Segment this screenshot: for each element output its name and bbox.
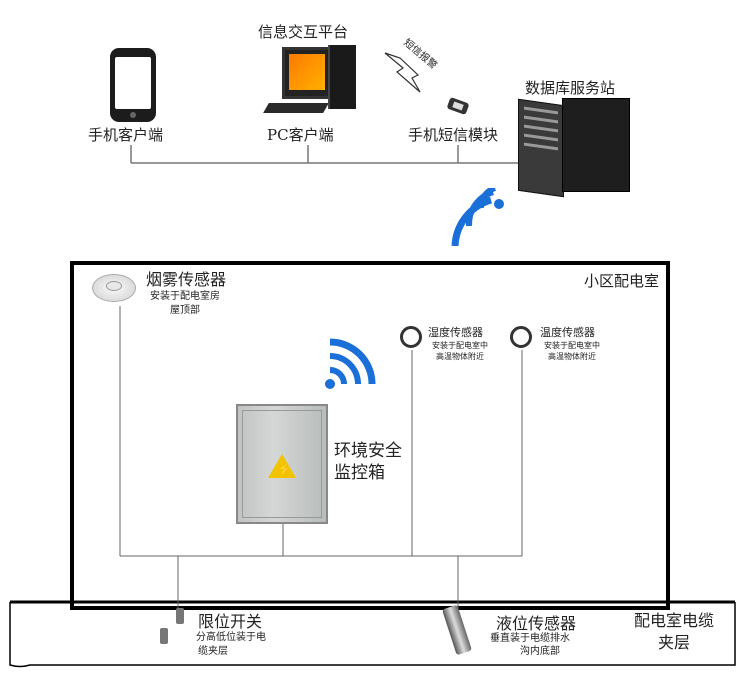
box-wifi-icon <box>318 338 384 396</box>
temperature-sensor-icon <box>510 326 532 348</box>
temperature-sensor-note2: 高温物体附近 <box>548 352 596 361</box>
cable-layer-title-1: 配电室电缆 <box>634 611 715 630</box>
warning-icon <box>268 454 296 478</box>
humidity-sensor-note2: 高温物体附近 <box>436 352 484 361</box>
limit-switch-name: 限位开关 <box>198 612 263 631</box>
monitor-box: ⚡ <box>236 404 328 524</box>
pc-client-label: PC客户端 <box>267 126 334 144</box>
platform-title: 信息交互平台 <box>258 23 349 41</box>
wifi-icon <box>445 188 515 248</box>
cable-layer-title-2: 夹层 <box>658 633 691 652</box>
limit-switch-icon <box>176 608 184 624</box>
smoke-sensor-name: 烟雾传感器 <box>146 270 227 289</box>
humidity-sensor-name: 湿度传感器 <box>428 326 483 339</box>
smoke-sensor-note1: 安装于配电室房 <box>150 291 220 302</box>
limit-switch-note1: 分高低位装于电 <box>196 632 266 643</box>
limit-switch-icon-low <box>160 628 168 644</box>
db-server-label: 数据库服务站 <box>525 79 616 97</box>
smoke-sensor-icon <box>92 268 136 304</box>
pc-icon <box>258 45 358 120</box>
humidity-sensor-icon <box>400 326 422 348</box>
level-sensor-note1: 垂直装于电缆排水 <box>490 633 570 644</box>
limit-switch-note2: 缆夹层 <box>198 646 228 657</box>
smoke-sensor-note2: 屋顶部 <box>170 305 200 316</box>
lightning-icon <box>384 52 421 93</box>
monitor-box-label-2: 监控箱 <box>334 463 385 483</box>
humidity-sensor-note1: 安装于配电室中 <box>432 341 488 350</box>
level-sensor-name: 液位传感器 <box>496 614 577 633</box>
temperature-sensor-note1: 安装于配电室中 <box>544 341 600 350</box>
server-icon <box>518 98 630 198</box>
sms-module-label: 手机短信模块 <box>408 126 499 144</box>
level-sensor-note2: 沟内底部 <box>520 646 560 657</box>
temperature-sensor-name: 温度传感器 <box>540 326 595 339</box>
room-title: 小区配电室 <box>584 272 660 290</box>
mobile-phone-icon <box>110 48 156 122</box>
monitor-box-label-1: 环境安全 <box>334 441 402 461</box>
mobile-client-label: 手机客户端 <box>88 126 164 144</box>
room-frame <box>70 261 670 610</box>
